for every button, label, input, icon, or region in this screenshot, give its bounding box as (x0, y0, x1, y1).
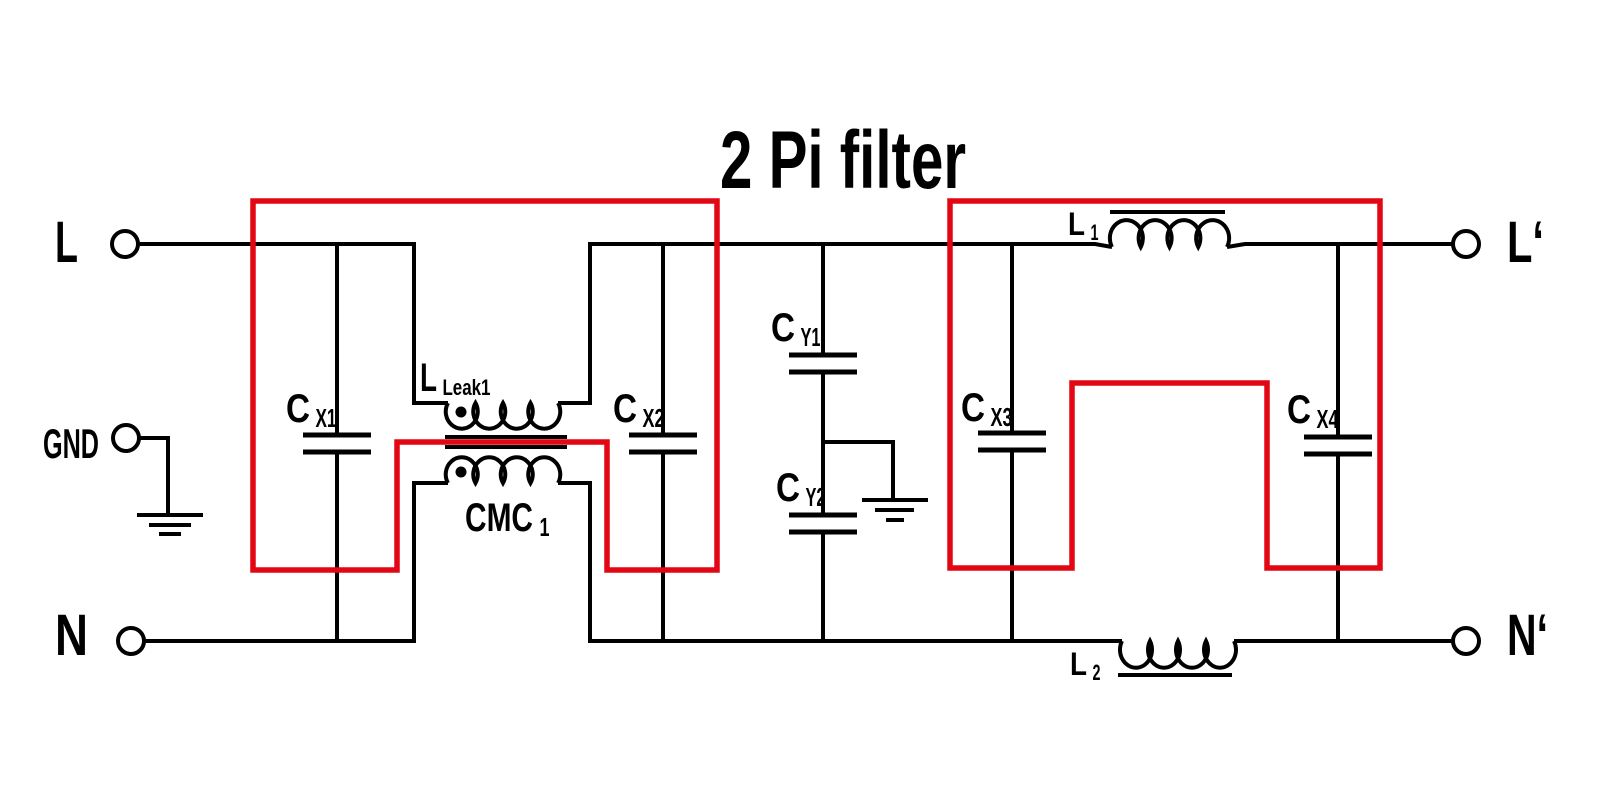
label-cmc1-sub: 1 (539, 512, 549, 542)
label-cx3: C X3 (961, 386, 1012, 432)
label-lleak1-sub: Leak1 (442, 375, 490, 400)
capacitor-cx3-plates (978, 430, 1046, 453)
label-cy2-base: C (776, 466, 800, 510)
label-terminal-l-out: L‘ (1507, 210, 1544, 275)
label-cmc1-base: CMC (465, 496, 533, 540)
highlight-pi-section-2 (947, 198, 1383, 571)
wire-lleak1-to-l1 (558, 242, 1113, 405)
inductor-cmc1-winding (443, 455, 563, 488)
terminal-circles (110, 229, 1481, 656)
label-l2: L 2 (1070, 646, 1100, 685)
label-cx2: C X2 (613, 387, 664, 433)
label-cx1-sub: X1 (315, 403, 336, 433)
label-terminal-l: L (55, 210, 78, 275)
phase-dot-top (455, 406, 467, 418)
label-cx2-sub: X2 (642, 403, 664, 433)
wire-gnd-terminal (139, 436, 170, 515)
label-cx1: C X1 (286, 387, 336, 433)
label-l1-sub: 1 (1090, 220, 1098, 245)
wire-cmc1-to-l2 (558, 481, 1122, 643)
highlight-pi-section-1 (250, 198, 720, 573)
wire-l-to-lleak1 (138, 242, 448, 405)
label-lleak1-base: L (420, 356, 437, 400)
phase-dot-bottom (455, 466, 467, 478)
inductor-lleak1-winding (443, 398, 563, 431)
label-cx4-sub: X4 (1316, 404, 1338, 434)
label-cy2-sub: Y2 (805, 482, 825, 512)
inductor-l2-winding (1118, 636, 1238, 670)
capacitor-cy1-plates (789, 352, 857, 375)
inductor-l1-winding (1107, 218, 1232, 252)
label-cx3-base: C (961, 386, 985, 430)
capacitor-cy-branch (821, 244, 895, 641)
terminal-gnd-circle (111, 423, 141, 453)
label-cx3-sub: X3 (990, 402, 1012, 432)
phase-dots (455, 406, 467, 478)
transformer-core-lines (445, 435, 567, 449)
capacitor-cx4-plates (1304, 434, 1372, 457)
label-l1-base: L (1068, 206, 1085, 242)
ground-symbol-right (862, 498, 928, 522)
label-cy1: C Y1 (771, 306, 820, 352)
label-cmc1: CMC 1 (465, 496, 549, 542)
label-cx2-base: C (613, 387, 637, 431)
label-l2-sub: 2 (1092, 660, 1100, 685)
wires (110, 210, 1481, 677)
ground-symbol-left (137, 513, 203, 536)
label-l2-base: L (1070, 646, 1087, 682)
label-lleak1: L Leak1 (420, 356, 490, 400)
terminal-l-circle (110, 229, 140, 259)
label-cx1-base: C (286, 387, 310, 431)
diagram-title: 2 Pi filter (720, 115, 966, 206)
terminal-l-out-circle (1451, 229, 1481, 259)
wire-l1-to-l-out (1226, 242, 1453, 249)
label-cy2: C Y2 (776, 466, 825, 512)
label-l1: L 1 (1068, 206, 1098, 245)
capacitor-cx2-plates (629, 432, 697, 455)
label-cy1-base: C (771, 306, 795, 350)
label-cx4: C X4 (1287, 388, 1339, 434)
terminal-n-out-circle (1451, 626, 1481, 656)
capacitor-plates (303, 352, 1372, 535)
label-cy1-sub: Y1 (800, 322, 820, 352)
label-terminal-gnd: GND (43, 420, 99, 467)
capacitor-cy2-plates (789, 512, 857, 535)
wire-n-to-cmc1 (144, 481, 448, 643)
label-cx4-base: C (1287, 388, 1311, 432)
capacitor-cx1-plates (303, 432, 371, 455)
terminal-n-circle (116, 626, 146, 656)
pi-highlights (250, 198, 1383, 573)
label-terminal-n: N (55, 603, 88, 668)
label-terminal-n-out: N‘ (1507, 603, 1548, 668)
